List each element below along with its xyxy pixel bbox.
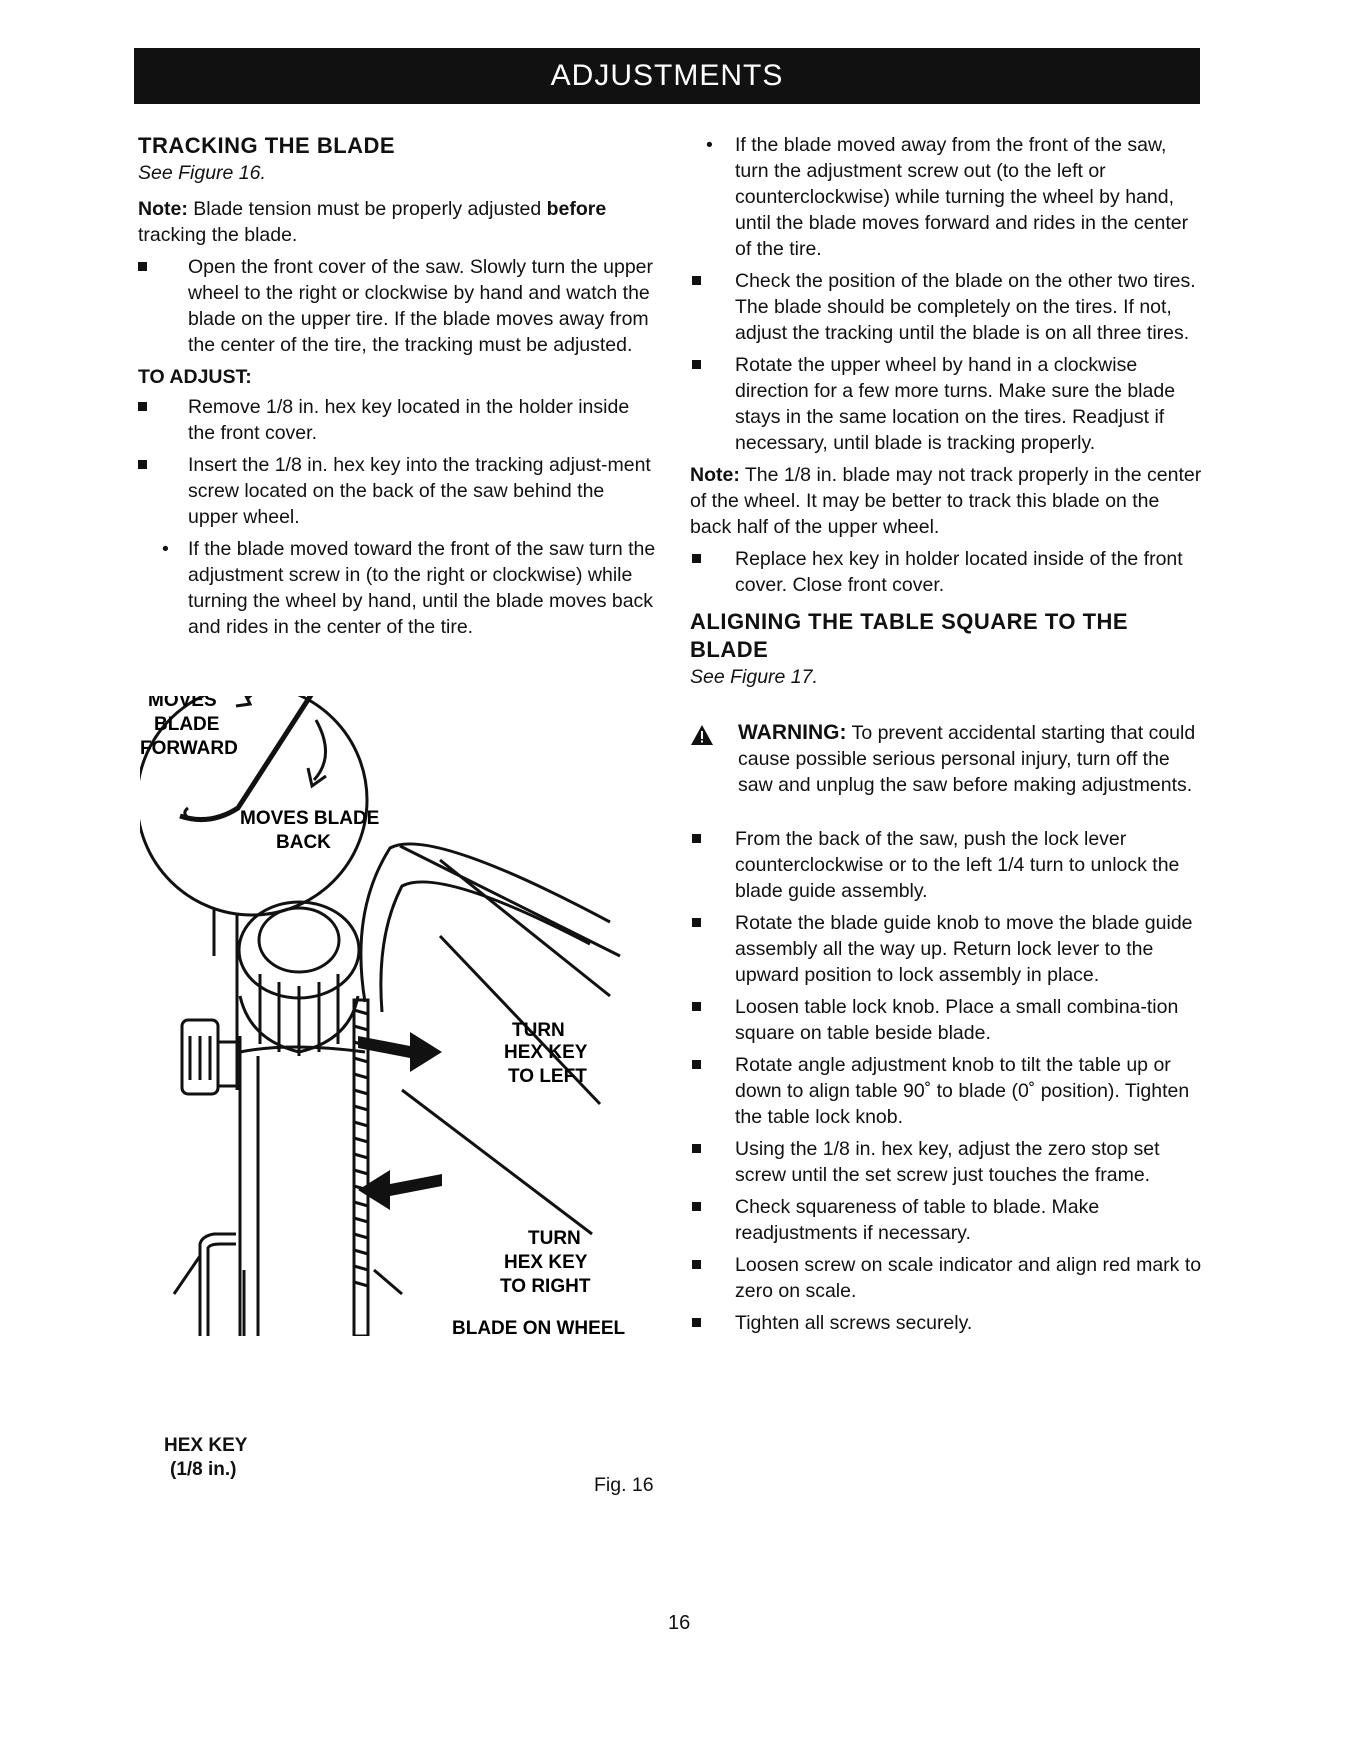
square-bullet-icon (138, 460, 147, 469)
header-bar: ADJUSTMENTS (134, 48, 1200, 104)
hexkey-label-2: (1/8 in.) (170, 1459, 237, 1480)
bullet-text: Remove 1/8 in. hex key located in the ho… (188, 396, 630, 444)
detail-circle (140, 696, 369, 917)
figure-reference: See Figure 17. (690, 666, 818, 688)
note-text: The 1/8 in. blade may not track properly… (690, 464, 1202, 538)
hexkey-label-1: HEX KEY (164, 1435, 248, 1456)
arrow-back-icon (312, 719, 327, 782)
callout-left-3: TO LEFT (508, 1066, 587, 1087)
bullet-text: Check the position of the blade on the o… (735, 270, 1196, 344)
bullet-text: Insert the 1/8 in. hex key into the trac… (188, 454, 651, 528)
warning-block: WARNING: To prevent accidental starting … (690, 720, 1202, 798)
square-bullet-icon (138, 402, 147, 411)
arrow-forward-icon (246, 696, 253, 700)
step-item: Rotate angle adjustment knob to tilt the… (690, 1052, 1202, 1130)
dot-bullet-icon: • (162, 538, 169, 560)
callout-moves-3: FORWARD (140, 738, 238, 759)
step-item: From the back of the saw, push the lock … (690, 826, 1202, 904)
step-item: Loosen screw on scale indicator and alig… (690, 1252, 1202, 1304)
list-item: Rotate the upper wheel by hand in a cloc… (690, 352, 1202, 456)
tracking-knob (237, 900, 361, 1000)
section-title-aligning: ALIGNING THE TABLE SQUARE TO THE BLADE (690, 609, 1129, 662)
section-title-tracking: TRACKING THE BLADE (138, 133, 396, 158)
list-item: Replace hex key in holder located inside… (690, 546, 1202, 598)
note-label: Note: (138, 198, 188, 220)
square-bullet-icon (138, 262, 147, 271)
callout-back-1: MOVES BLADE (240, 808, 379, 829)
square-bullet-icon (692, 1318, 701, 1327)
step-text: Check squareness of table to blade. Make… (735, 1196, 1100, 1244)
callout-moves-2: BLADE (154, 714, 219, 735)
square-bullet-icon (692, 918, 701, 927)
callout-right-3: TO RIGHT (500, 1276, 591, 1297)
step-text: Loosen table lock knob. Place a small co… (735, 996, 1179, 1044)
steps-list: From the back of the saw, push the lock … (690, 826, 1202, 1336)
step-item: Using the 1/8 in. hex key, adjust the ze… (690, 1136, 1202, 1188)
callout-back-2: BACK (276, 832, 331, 853)
note-label: Note: (690, 464, 740, 486)
square-bullet-icon (692, 554, 701, 563)
step-item: Rotate the blade guide knob to move the … (690, 910, 1202, 988)
sub-list-item: • If the blade moved away from the front… (690, 132, 1202, 262)
square-bullet-icon (692, 1060, 701, 1069)
step-text: Using the 1/8 in. hex key, adjust the ze… (735, 1138, 1160, 1186)
turn-right-arrow-icon (358, 1170, 442, 1210)
turn-left-arrow-icon (358, 1032, 442, 1072)
callout-left-2: HEX KEY (504, 1042, 588, 1063)
square-bullet-icon (692, 1260, 701, 1269)
list-item: Open the front cover of the saw. Slowly … (138, 254, 658, 358)
page-number: 16 (668, 1612, 691, 1634)
sub-list-item: • If the blade moved toward the front of… (138, 536, 658, 640)
saw-blade (352, 998, 370, 1336)
callout-right-1: TURN (528, 1228, 581, 1249)
step-text: From the back of the saw, push the lock … (735, 828, 1180, 902)
bullet-text: Replace hex key in holder located inside… (735, 548, 1183, 596)
square-bullet-icon (692, 1002, 701, 1011)
hexkey-callout: HEX KEY (1/8 in.) (164, 1434, 247, 1482)
left-column: TRACKING THE BLADE See Figure 16. Note: … (138, 132, 658, 646)
list-item: Remove 1/8 in. hex key located in the ho… (138, 394, 658, 446)
step-text: Loosen screw on scale indicator and alig… (735, 1254, 1202, 1302)
sub-bullet-text: If the blade moved toward the front of t… (188, 538, 656, 638)
figure-16-illustration: MOVES BLADE FORWARD MOVES BLADE BACK TUR… (140, 696, 626, 1336)
step-text: Rotate the blade guide knob to move the … (735, 912, 1193, 986)
step-item: Loosen table lock knob. Place a small co… (690, 994, 1202, 1046)
dot-bullet-icon: • (706, 134, 713, 156)
square-bullet-icon (692, 276, 701, 285)
figure-reference: See Figure 16. (138, 162, 266, 184)
step-item: Check squareness of table to blade. Make… (690, 1194, 1202, 1246)
warning-triangle-icon (691, 725, 713, 745)
callout-blade-on-wheel: BLADE ON WHEEL (452, 1318, 626, 1336)
square-bullet-icon (692, 1202, 701, 1211)
page-title: ADJUSTMENTS (550, 59, 784, 92)
step-text: Tighten all screws securely. (735, 1312, 973, 1334)
saw-drawing (140, 696, 621, 1336)
warning-text: To prevent accidental starting that coul… (738, 722, 1196, 796)
bullet-text: Rotate the upper wheel by hand in a cloc… (735, 354, 1176, 454)
list-item: Check the position of the blade on the o… (690, 268, 1202, 346)
square-bullet-icon (692, 834, 701, 843)
figure-caption: Fig. 16 (594, 1474, 654, 1496)
note-paragraph: Note: Blade tension must be properly adj… (138, 196, 658, 248)
wheel-housing (359, 842, 611, 1003)
square-bullet-icon (692, 360, 701, 369)
note-paragraph-2: Note: The 1/8 in. blade may not track pr… (690, 462, 1202, 540)
note-text-a: Blade tension must be properly adjusted (187, 198, 547, 220)
step-item: Tighten all screws securely. (690, 1310, 1202, 1336)
callout-right-2: HEX KEY (504, 1252, 588, 1273)
note-bold: before (546, 198, 607, 220)
bullet-text: Open the front cover of the saw. Slowly … (188, 256, 654, 356)
warning-label: WARNING: (738, 721, 847, 744)
sub-bullet-text: If the blade moved away from the front o… (735, 134, 1189, 260)
list-item: Insert the 1/8 in. hex key into the trac… (138, 452, 658, 530)
note-text-b: tracking the blade. (138, 224, 298, 246)
step-text: Rotate angle adjustment knob to tilt the… (735, 1054, 1190, 1128)
right-column: • If the blade moved away from the front… (690, 132, 1202, 1342)
subheading-to-adjust: TO ADJUST: (138, 366, 252, 388)
callout-moves-1: MOVES (148, 696, 217, 711)
callout-left-1: TURN (512, 1020, 565, 1041)
square-bullet-icon (692, 1144, 701, 1153)
